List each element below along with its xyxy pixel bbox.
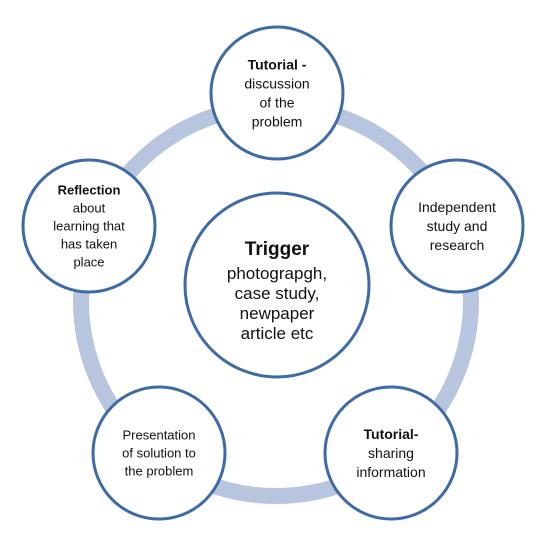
- stage-label: Reflection about learning that has taken pla…: [53, 183, 125, 270]
- stage-label: Independent study and research: [418, 199, 496, 253]
- stage-label-line: Tutorial-: [364, 426, 419, 442]
- stage-node-tutorial-sharing: Tutorial-sharing information: [323, 385, 459, 521]
- stage-label-line: problem: [252, 113, 303, 129]
- stage-label-line: Tutorial -: [248, 56, 307, 72]
- stage-node-independent-study: Independent study and research: [389, 158, 525, 294]
- stage-label: Tutorial - discussion of the problem: [244, 56, 309, 129]
- stage-label-line: sharing: [368, 445, 414, 461]
- stage-node-presentation: Presentation of solution to the problem: [91, 385, 227, 521]
- stage-label-line: study and: [427, 218, 488, 234]
- stage-label-line: Independent: [418, 199, 496, 215]
- stage-circle: [209, 25, 345, 161]
- stage-label-line: has taken: [61, 237, 117, 252]
- center-title: Trigger: [245, 239, 310, 260]
- stage-label-line: the problem: [125, 464, 194, 479]
- stage-label-line: about: [73, 201, 106, 216]
- stage-label-line: of the: [259, 94, 294, 110]
- stage-label-line: of solution to: [122, 446, 196, 461]
- stage-node-tutorial-discussion: Tutorial - discussion of the problem: [209, 25, 345, 161]
- stage-circle: [389, 158, 525, 294]
- stage-label-line: place: [73, 255, 104, 270]
- stage-circle: [323, 385, 459, 521]
- stage-nodes: Tutorial - discussion of the problemIndepen…: [21, 25, 525, 521]
- stage-node-reflection: Reflection about learning that has taken pla…: [21, 158, 157, 294]
- stage-label-line: information: [356, 464, 425, 480]
- center-line: photograpgh,: [227, 264, 327, 283]
- stage-label: Tutorial-sharing information: [356, 426, 425, 480]
- stage-label-line: research: [430, 237, 484, 253]
- stage-circle: [21, 158, 157, 294]
- stage-label-line: learning that: [53, 219, 125, 234]
- stage-label-line: discussion: [244, 75, 309, 91]
- stage-label-line: Reflection: [58, 183, 121, 198]
- stage-circle: [91, 385, 227, 521]
- center-line: case study,: [235, 284, 320, 303]
- center-line: article etc: [241, 324, 314, 343]
- center-circle: [183, 191, 371, 379]
- stage-label-line: Presentation: [123, 428, 196, 443]
- center-line: newpaper: [240, 304, 315, 323]
- stage-label: Presentation of solution to the problem: [122, 428, 196, 479]
